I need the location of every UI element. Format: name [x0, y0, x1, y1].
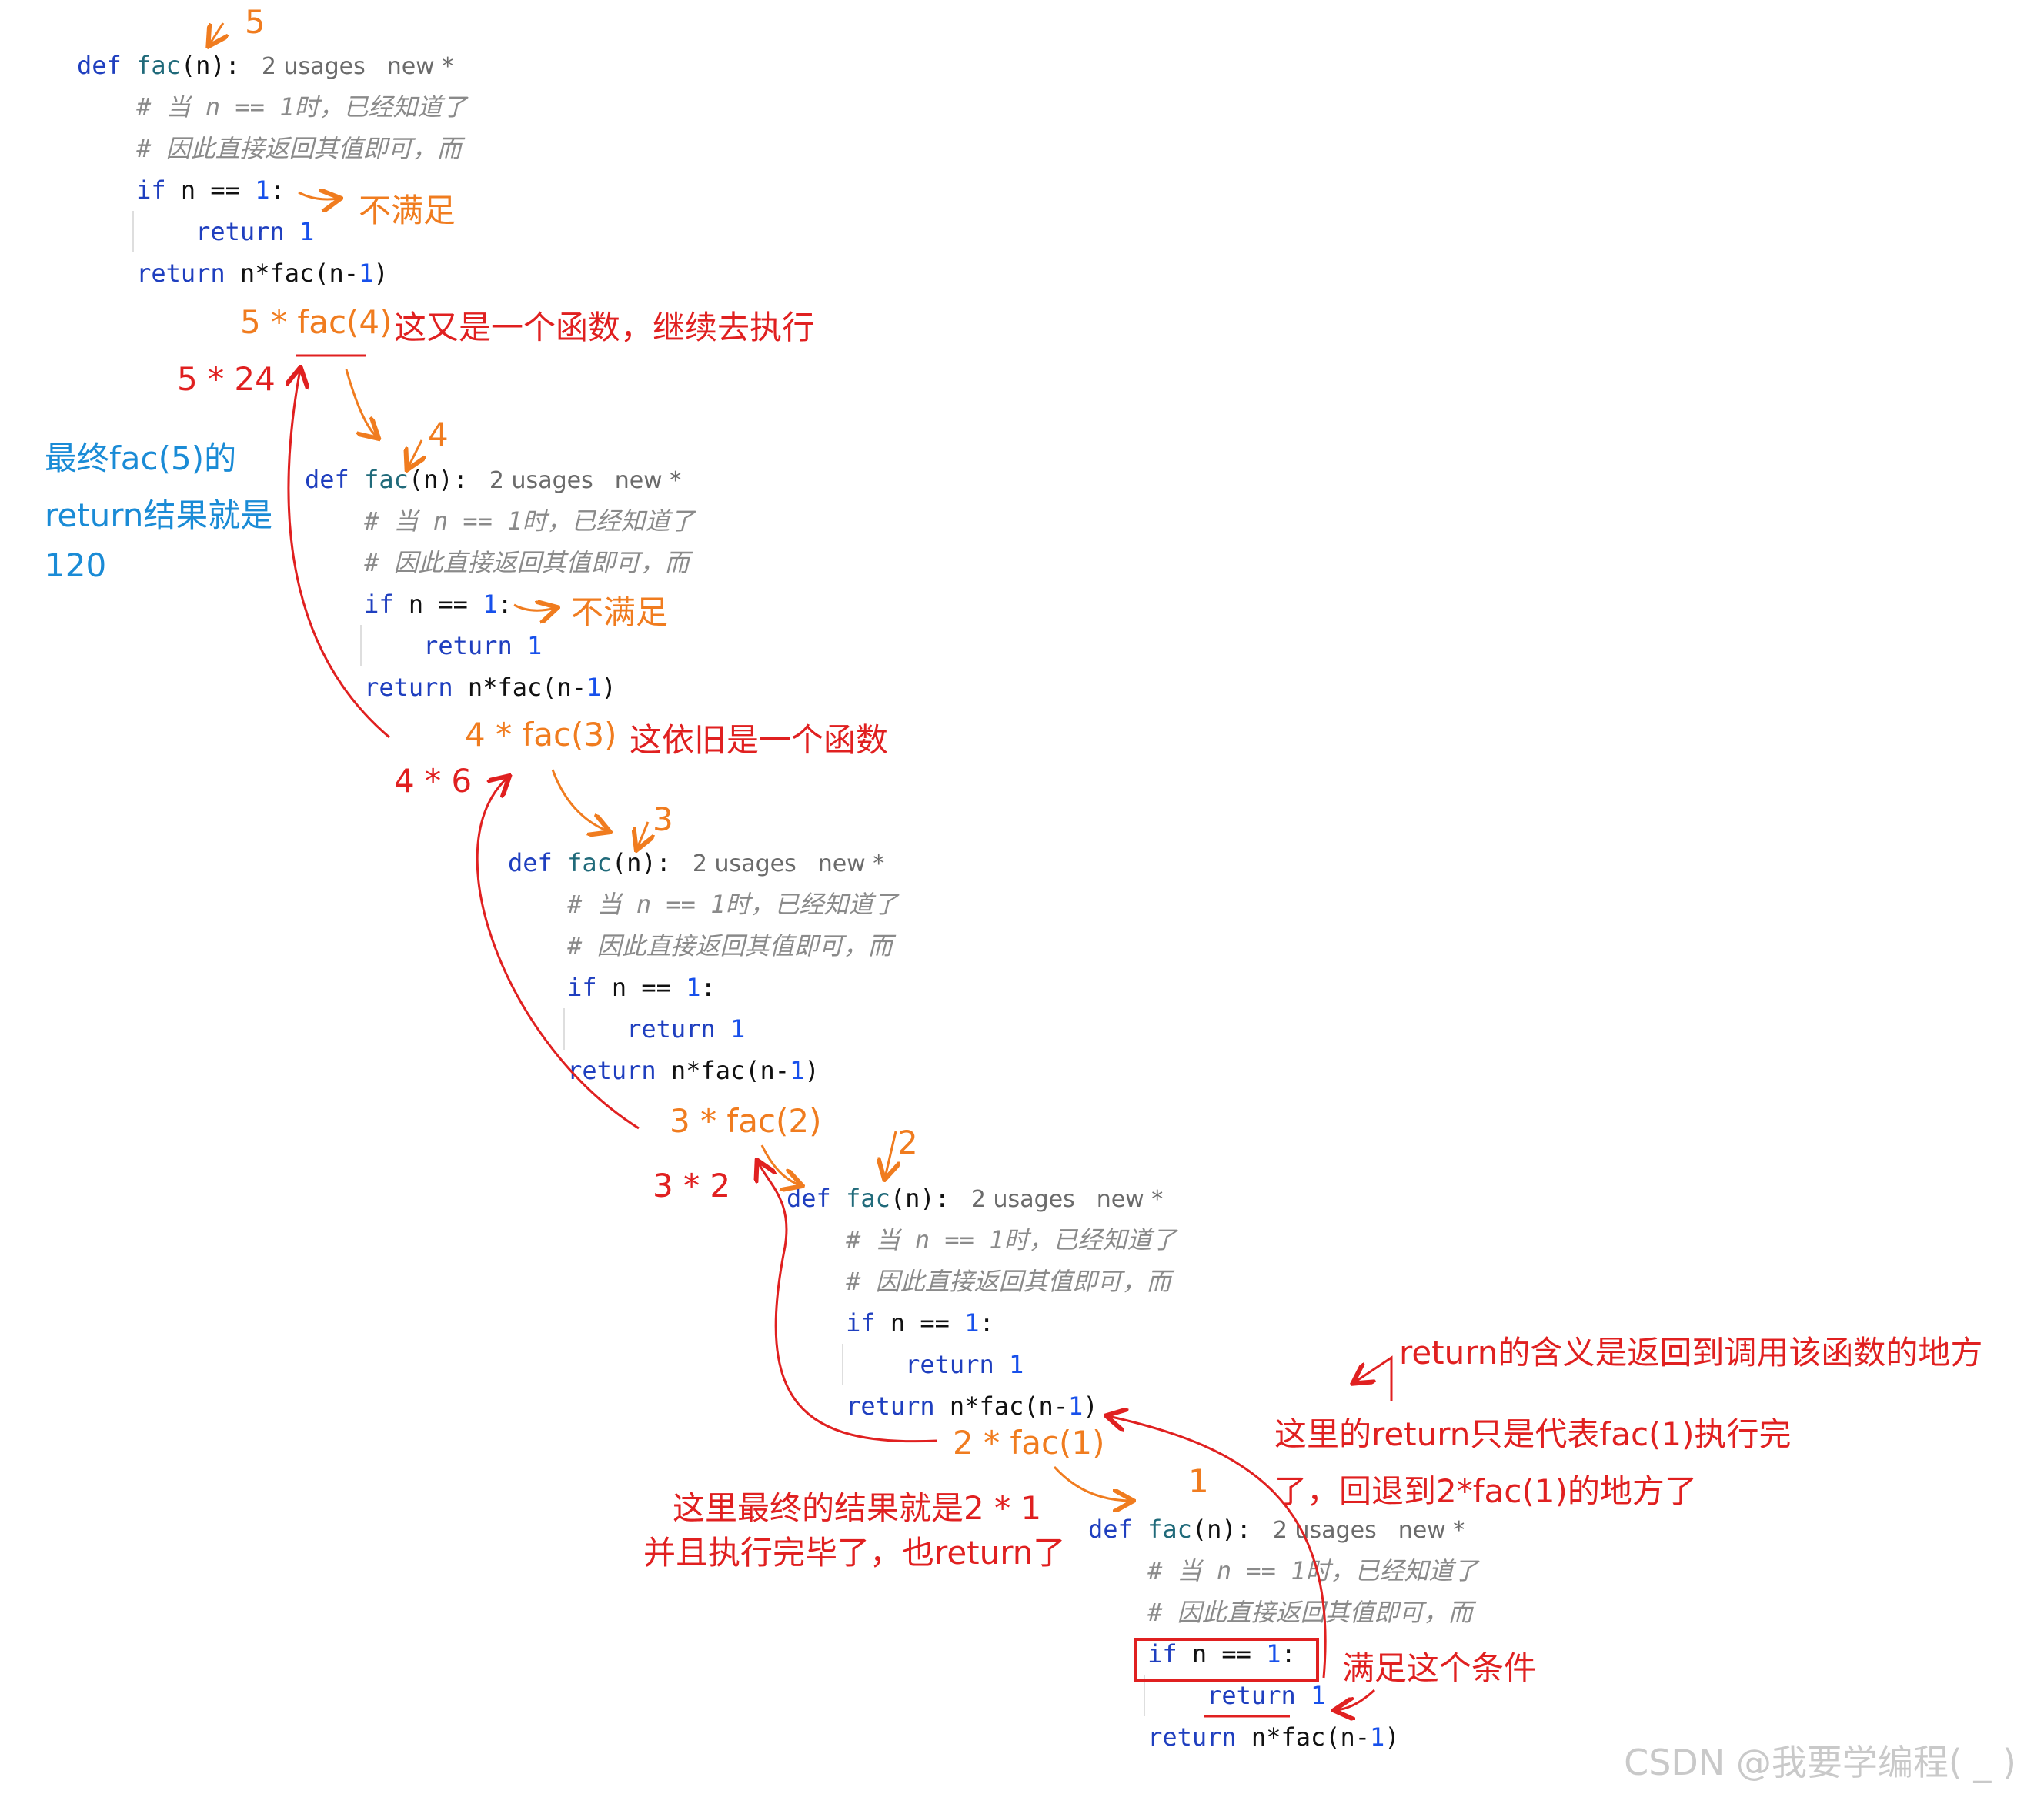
- if-line: if n == 1:: [1147, 1639, 1296, 1669]
- if-line: if n == 1:: [364, 590, 513, 619]
- final-note-2: return结果就是: [45, 496, 273, 534]
- final-note-3: 120: [45, 546, 107, 584]
- comment-line-2: # 因此直接返回其值即可，而: [567, 931, 893, 960]
- arrow-n3: [637, 821, 648, 848]
- return-rec-line: return n*fac(n-1): [136, 259, 389, 288]
- arrow-return-meaning: [1354, 1355, 1393, 1401]
- not-satisfied-label-1: 不满足: [359, 192, 456, 229]
- result-note-2-line1: 这里最终的结果就是2 * 1: [673, 1489, 1042, 1527]
- indent-guide-1: [132, 211, 134, 252]
- indent-guide-3: [563, 1008, 565, 1050]
- arrow-call-4: [345, 369, 377, 437]
- if-line: if n == 1:: [136, 175, 285, 205]
- return-curve-4: [289, 369, 390, 739]
- usages-hint: 2 usages: [692, 850, 797, 877]
- usages-hint: 2 usages: [970, 1186, 1075, 1213]
- if-line: if n == 1:: [846, 1308, 994, 1338]
- indent-guide-4: [842, 1344, 843, 1385]
- if-highlight-box: [1134, 1638, 1319, 1682]
- result-label-3: 3 * 2: [653, 1167, 731, 1204]
- call-note-4: 这又是一个函数，继续去执行: [394, 309, 815, 346]
- arrow-n4: [408, 439, 422, 468]
- comment-line-1: # 当 n == 1时，已经知道了: [364, 506, 695, 536]
- result-label-4: 4 * 6: [394, 762, 473, 800]
- call-label-1: 2 * fac(1): [953, 1424, 1105, 1462]
- arrow-not-satisfied-2: [513, 605, 556, 610]
- return-one-line: return 1: [1207, 1681, 1326, 1710]
- return-rec-line: return n*fac(n-1): [364, 673, 616, 702]
- return-here-line2: 了，回退到2*fac(1)的地方了: [1274, 1472, 1697, 1510]
- new-hint: new *: [386, 53, 454, 80]
- usages-hint: 2 usages: [1272, 1517, 1377, 1544]
- csdn-watermark: CSDN @我要学编程( _ ): [1624, 1742, 2016, 1783]
- arrow-not-satisfied-1: [298, 192, 339, 199]
- arrow-call-1: [1053, 1465, 1131, 1501]
- comment-line-1: # 当 n == 1时，已经知道了: [136, 92, 467, 122]
- result-note-2-line2: 并且执行完毕了，也return了: [643, 1534, 1066, 1572]
- call-note-3: 这依旧是一个函数: [630, 721, 889, 759]
- usages-hint: 2 usages: [261, 53, 366, 80]
- return-rec-line: return n*fac(n-1): [846, 1391, 1098, 1421]
- call-label-3: 4 * fac(3): [465, 716, 617, 753]
- new-hint: new *: [1398, 1517, 1465, 1544]
- return-curve-3: [476, 777, 640, 1130]
- arg-label-4: 4: [428, 416, 449, 453]
- return-one-line: return 1: [905, 1350, 1024, 1379]
- arg-label-3: 3: [653, 800, 673, 838]
- usages-hint: 2 usages: [489, 467, 593, 494]
- comment-line-2: # 因此直接返回其值即可，而: [136, 134, 462, 163]
- arrow-call-2: [760, 1144, 800, 1185]
- arrow-return-1: [1336, 1689, 1376, 1710]
- indent-guide-5: [1144, 1675, 1145, 1716]
- call-label-2: 3 * fac(2): [670, 1102, 822, 1140]
- arrow-n5: [209, 22, 223, 45]
- comment-line-2: # 因此直接返回其值即可，而: [364, 548, 690, 577]
- final-note-1: 最终fac(5)的: [45, 439, 237, 477]
- comment-line-2: # 因此直接返回其值即可，而: [846, 1267, 1171, 1296]
- return-rec-line: return n*fac(n-1): [1147, 1722, 1400, 1752]
- return-one-line: return 1: [626, 1014, 746, 1044]
- return-meaning-label: return的含义是返回到调用该函数的地方: [1399, 1334, 1983, 1371]
- arrow-n2: [885, 1131, 896, 1178]
- new-hint: new *: [817, 850, 885, 877]
- arg-label-5: 5: [245, 3, 266, 41]
- return-one-line: return 1: [423, 631, 543, 660]
- arg-label-2: 2: [897, 1124, 918, 1161]
- return-one-line: return 1: [195, 217, 315, 246]
- comment-line-1: # 当 n == 1时，已经知道了: [846, 1225, 1177, 1254]
- new-hint: new *: [614, 467, 682, 494]
- new-hint: new *: [1096, 1186, 1164, 1213]
- call-label-4: 5 * fac(4): [240, 303, 392, 341]
- comment-line-1: # 当 n == 1时，已经知道了: [567, 890, 898, 919]
- return-rec-line: return n*fac(n-1): [567, 1056, 820, 1085]
- comment-line-1: # 当 n == 1时，已经知道了: [1147, 1556, 1478, 1585]
- return-curve-1: [1108, 1416, 1327, 1679]
- if-line: if n == 1:: [567, 973, 716, 1002]
- indent-guide-2: [360, 625, 362, 666]
- return-here-line1: 这里的return只是代表fac(1)执行完: [1274, 1415, 1792, 1453]
- return-curve-2: [758, 1162, 938, 1443]
- arrow-call-3: [551, 769, 608, 831]
- satisfied-label: 满足这个条件: [1342, 1649, 1537, 1687]
- result-label-5: 5 * 24: [177, 360, 276, 398]
- arg-label-1: 1: [1188, 1462, 1209, 1500]
- not-satisfied-label-2: 不满足: [571, 593, 669, 631]
